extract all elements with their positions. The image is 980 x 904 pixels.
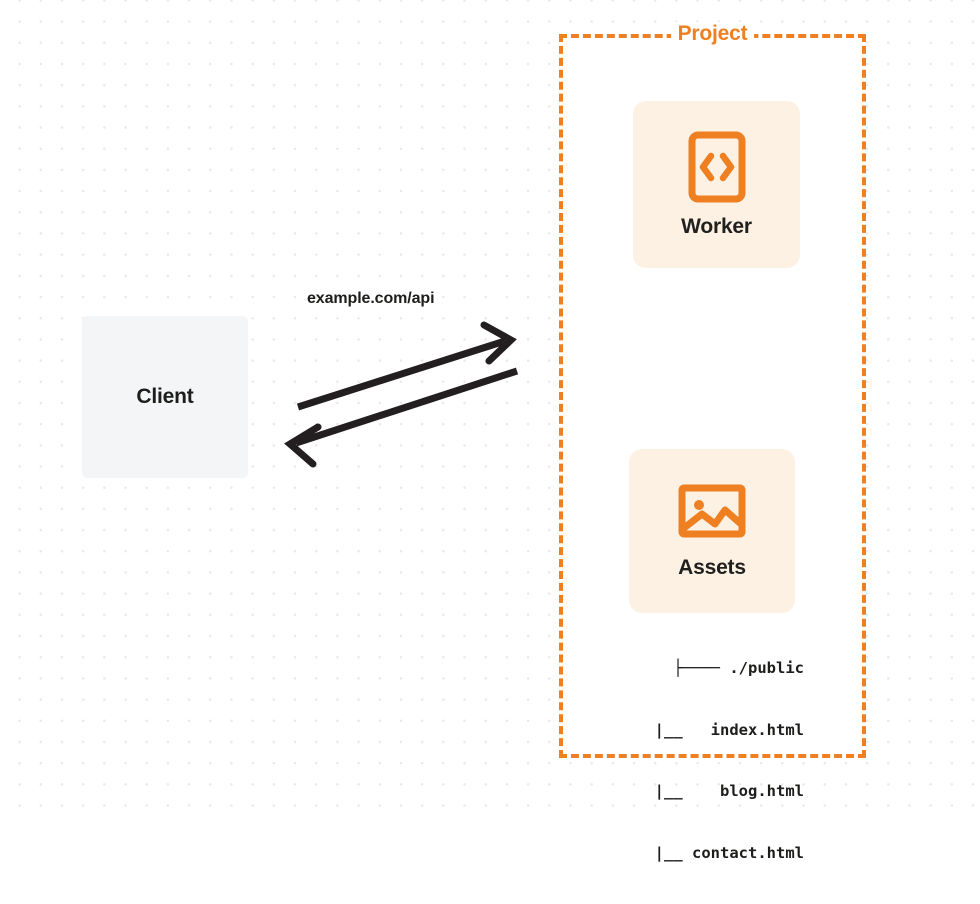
assets-card-label: Assets xyxy=(678,556,746,579)
diagram-canvas: Client example.com/api Project Worker xyxy=(0,0,980,862)
assets-card[interactable]: Assets xyxy=(629,449,795,613)
response-arrow xyxy=(284,367,519,468)
request-arrow xyxy=(296,321,517,411)
worker-card-label: Worker xyxy=(681,214,752,238)
file-tree-row: |__ blog.html xyxy=(626,782,804,800)
connector-label: example.com/api xyxy=(307,290,435,307)
worker-card[interactable]: Worker xyxy=(633,101,800,268)
file-tree-row: |__ index.html xyxy=(626,720,804,739)
code-brackets-icon xyxy=(688,131,746,203)
image-icon xyxy=(678,482,746,540)
project-group-title: Project xyxy=(670,22,755,46)
file-tree-row: ├──── ./public xyxy=(673,659,804,677)
client-node-label: Client xyxy=(136,385,194,408)
asset-file-tree: ├──── ./public |__ index.html |__ blog.h… xyxy=(604,617,804,904)
file-tree-row: |__ contact.html xyxy=(626,843,804,862)
client-node[interactable]: Client xyxy=(82,316,248,478)
